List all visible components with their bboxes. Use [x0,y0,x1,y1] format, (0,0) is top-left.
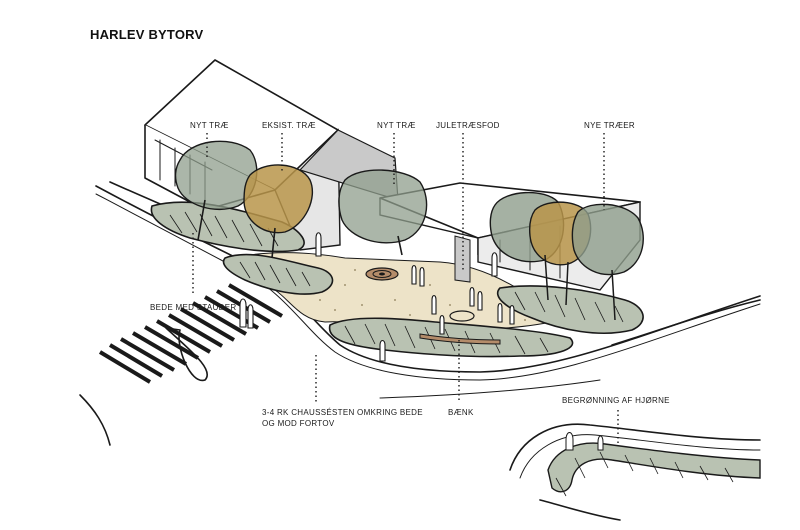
label-bed-perennials: BEDE MED STAUDER [150,303,236,312]
christmas-tree-base [365,267,399,281]
street-edges [95,181,761,399]
bed-right [497,285,644,335]
label-christmas-tree-base: JULETRÆSFOD [436,121,500,130]
tree-existing [243,164,314,259]
label-existing-tree: EKSIST. TRÆ [262,121,316,130]
trees-new-group [489,191,644,321]
people [239,232,515,362]
label-cobblestones-line2: OG MOD FORTOV [262,419,335,428]
label-corner-planting: BEGRØNNING AF HJØRNE [562,396,670,405]
label-bench: BÆNK [448,408,474,417]
inset-corner-planting [509,423,761,521]
pedestrian-crossing [98,283,284,384]
label-new-trees: NYE TRÆER [584,121,635,130]
tree-new-1 [174,140,258,241]
leader-lines [192,133,619,445]
traffic-island [165,327,208,381]
curb-left [79,394,111,446]
bed-center-left [222,253,334,295]
bench [419,333,501,345]
label-new-tree-1: NYT TRÆ [190,121,229,130]
label-new-tree-2: NYT TRÆ [377,121,416,130]
label-cobblestones-line1: 3-4 RK CHAUSSÉSTEN OMKRING BEDE [262,408,423,417]
page-title: HARLEV BYTORV [90,27,203,42]
fountain [449,310,475,322]
tree-new-2 [338,169,428,256]
